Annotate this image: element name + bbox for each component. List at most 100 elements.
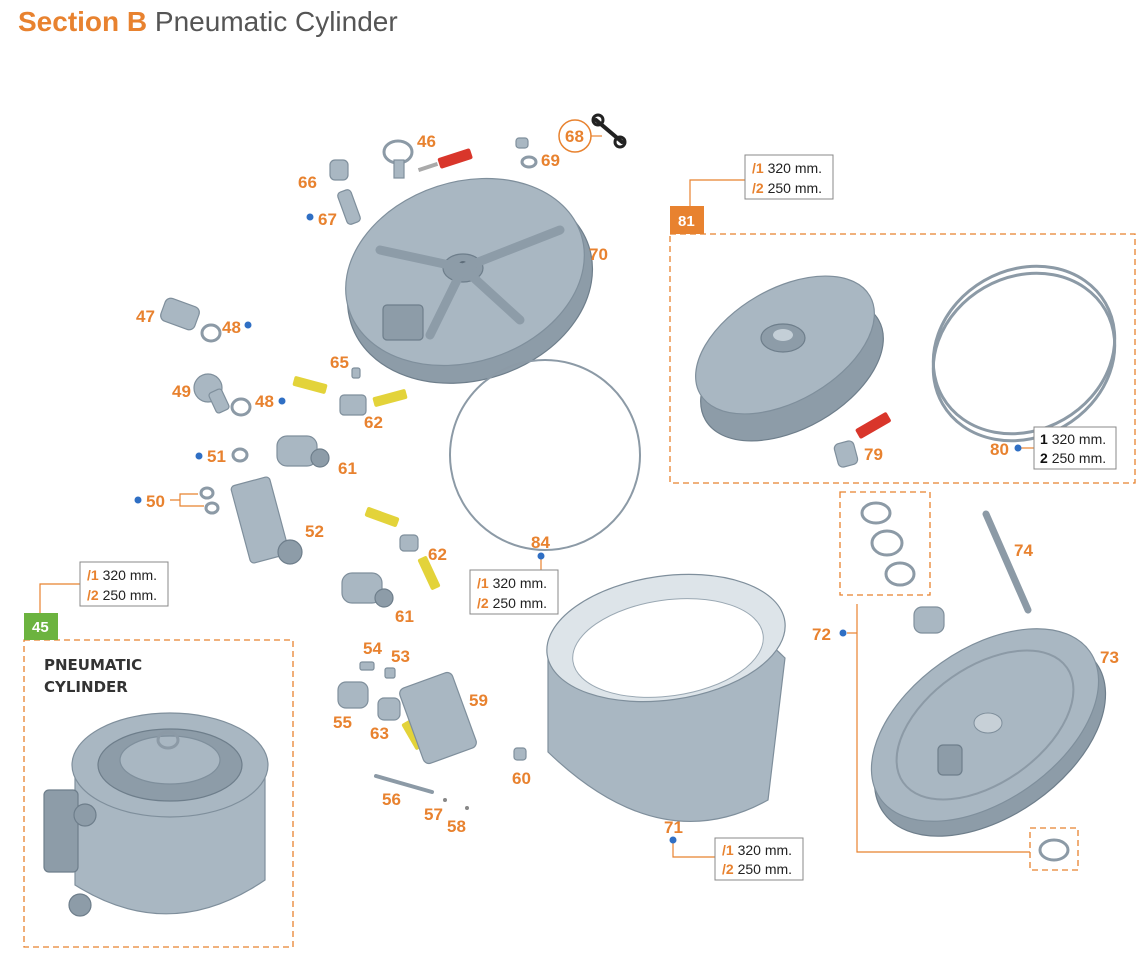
check-valve [339, 394, 367, 416]
part-number: 73 [1100, 648, 1119, 667]
bottom-seal [1038, 838, 1070, 862]
box-size: 320 mm. [493, 575, 547, 591]
part-number: 57 [424, 805, 443, 824]
part-number: 79 [864, 445, 883, 464]
rod-wiper [884, 561, 916, 587]
leader-kit-81 [689, 179, 745, 206]
part-number: 65 [330, 353, 349, 372]
leader-line-72 [856, 604, 1030, 853]
part-number: 48 [255, 392, 274, 411]
fitting [337, 189, 361, 225]
bottom-seal-frame [1029, 827, 1079, 871]
o-ring-large [449, 359, 641, 551]
washer [443, 798, 447, 802]
part-number: 69 [541, 151, 560, 170]
rod-seal [870, 529, 904, 557]
piston-seal-ring [931, 264, 1117, 436]
part-number: 62 [364, 413, 383, 432]
part-number: 63 [370, 724, 389, 743]
cylinder-barrel [546, 573, 786, 823]
svg-text:/2 250 mm.: /2 250 mm. [87, 587, 157, 603]
grub-screw [351, 367, 361, 379]
glue-tube [372, 389, 408, 407]
size-box-kit-45: /1 320 mm. /2 250 mm. [79, 561, 169, 607]
part-number: 58 [447, 817, 466, 836]
o-ring [199, 486, 215, 500]
valve-body-small [337, 681, 369, 709]
part-number: 67 [318, 210, 337, 229]
eye-bolt [382, 139, 414, 179]
piston [695, 275, 884, 442]
part-number: 84 [531, 533, 550, 552]
part-number: 66 [298, 173, 317, 192]
part-number: 70 [589, 245, 608, 264]
part-number: 61 [395, 607, 414, 626]
assembled-cylinder [43, 712, 269, 917]
box-size: 320 mm. [768, 160, 822, 176]
kit-45-code: 45 [32, 619, 49, 636]
kit-45-label-line1: PNEUMATIC [44, 656, 142, 674]
part-number: 50 [146, 492, 165, 511]
box-size: 250 mm. [103, 587, 157, 603]
thread-locker-tube-red [855, 412, 891, 439]
svg-text:1 320 mm.: 1 320 mm. [1040, 431, 1106, 447]
box-code: /1 [722, 842, 734, 858]
part-number: 51 [207, 447, 226, 466]
svg-text:/1 320 mm.: /1 320 mm. [477, 575, 547, 591]
box-size: 250 mm. [738, 861, 792, 877]
svg-text:/2 250 mm.: /2 250 mm. [477, 595, 547, 611]
marker-dot [244, 321, 252, 329]
part-number: 49 [172, 382, 191, 401]
o-ring [204, 501, 220, 515]
svg-text:/1 320 mm.: /1 320 mm. [87, 567, 157, 583]
part-number: 53 [391, 647, 410, 666]
port-fitting [160, 297, 200, 331]
plug [329, 159, 349, 181]
part-number: 52 [305, 522, 324, 541]
thread-locker-tube-red [417, 148, 473, 172]
box-code: /1 [477, 575, 489, 591]
section-name: Pneumatic Cylinder [154, 6, 398, 37]
leader-line [170, 493, 204, 507]
box-size: 320 mm. [1052, 431, 1106, 447]
marker-dot [278, 397, 286, 405]
banjo-fitting [193, 373, 230, 414]
section-label: Section B [18, 6, 148, 37]
page-title: Section B Pneumatic Cylinder [18, 6, 398, 38]
svg-text:/1 320 mm.: /1 320 mm. [722, 842, 792, 858]
svg-text:2 250 mm.: 2 250 mm. [1040, 450, 1106, 466]
part-number: 47 [136, 307, 155, 326]
piston-rod [982, 510, 1032, 614]
box-code: /1 [87, 567, 99, 583]
marker-dot [839, 629, 847, 637]
part-number: 48 [222, 318, 241, 337]
elbow-fitting [359, 661, 375, 671]
washer [465, 806, 469, 810]
o-ring [231, 447, 249, 463]
manifold-block [230, 476, 303, 565]
size-box-84: /1 320 mm. /2 250 mm. [469, 569, 559, 615]
box-size: 250 mm. [768, 180, 822, 196]
plug-small [515, 137, 529, 149]
box-code: /1 [752, 160, 764, 176]
size-box-80: 1 320 mm. 2 250 mm. [1033, 426, 1117, 470]
part-number: 61 [338, 459, 357, 478]
part-number: 55 [333, 713, 352, 732]
part-number: 46 [417, 132, 436, 151]
part-number: 80 [990, 440, 1009, 459]
top-cover-plate [345, 177, 594, 384]
box-size: 320 mm. [738, 842, 792, 858]
marker-dot [669, 836, 677, 844]
box-code: /2 [722, 861, 734, 877]
kit-45-label-line2: CYLINDER [44, 678, 128, 696]
svg-text:/2 250 mm.: /2 250 mm. [722, 861, 792, 877]
solenoid-valve-block [399, 671, 477, 765]
bottom-cover-plate [870, 628, 1107, 837]
o-ring-small [520, 155, 538, 169]
kit-81-code: 81 [678, 213, 695, 230]
box-size: 250 mm. [1052, 450, 1106, 466]
glue-tube [417, 556, 441, 590]
o-ring [230, 397, 252, 417]
